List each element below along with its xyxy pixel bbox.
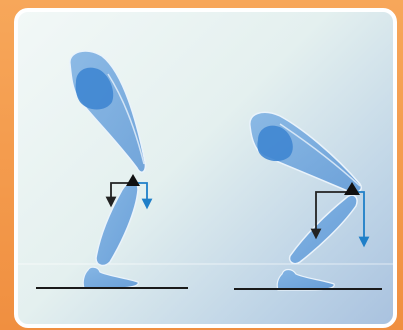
right-black-arrow: [310, 191, 352, 240]
left-shin: [95, 181, 139, 267]
knee-moment-diagram: [18, 50, 393, 291]
diagram-panel: [14, 8, 397, 328]
left-foot: [82, 266, 139, 289]
right-thigh: [249, 111, 362, 194]
left-thigh: [69, 50, 147, 173]
left-knee-pivot: [126, 174, 140, 186]
left-black-arrow: [105, 182, 133, 208]
right-knee-pivot: [344, 182, 360, 195]
left-leg-figure: [36, 50, 188, 289]
right-leg-figure: [234, 111, 382, 291]
right-foot: [276, 268, 335, 291]
right-shin: [288, 194, 358, 265]
